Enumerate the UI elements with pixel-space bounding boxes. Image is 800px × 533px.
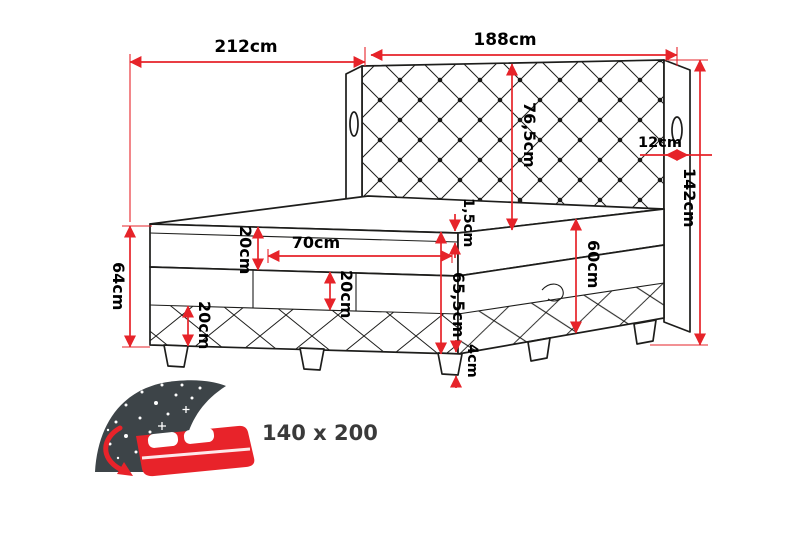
dimension-headboard-height: 76,5cm — [505, 63, 539, 231]
dim-label-upper-base: 20cm — [337, 270, 356, 318]
dimension-mattress-thickness: 20cm — [236, 226, 265, 274]
left-wing-light-icon — [349, 111, 359, 137]
dimension-leg-height: 4cm — [449, 340, 480, 388]
bed-leg — [299, 347, 325, 371]
size-badge-label: 140 x 200 — [262, 421, 378, 445]
bed-leg — [633, 319, 657, 345]
dim-label-headboard-height: 76,5cm — [520, 102, 539, 168]
base-front-quilting — [150, 305, 458, 354]
dimension-wing-width: 12cm — [638, 135, 712, 162]
dim-label-wing-width: 12cm — [638, 135, 682, 151]
sheet-line — [141, 447, 251, 460]
dimension-lower-base: 20cm — [181, 301, 214, 349]
dimension-foot-end-height: 64cm — [109, 225, 152, 348]
wrap-arrow-head — [117, 462, 133, 476]
stars — [106, 383, 202, 460]
dimension-headboard-width: 188cm — [370, 30, 678, 66]
topper-seam — [149, 232, 459, 243]
dimensions: 212cm 188cm 142cm 64cm 76,5cm — [109, 30, 712, 388]
bed-leg — [163, 344, 189, 368]
dimension-front-height: 65,5cm — [434, 231, 468, 355]
headboard-tufting — [362, 60, 664, 212]
dimension-upper-base: 20cm — [323, 270, 356, 318]
pillow-icon — [147, 432, 179, 448]
dimension-total-height: 142cm — [650, 59, 708, 346]
dim-label-topper-thickness: 1,5cm — [460, 198, 476, 247]
dim-label-front-height: 65,5cm — [449, 272, 468, 338]
bed-leg — [437, 352, 463, 376]
size-badge: 140 x 200 — [95, 380, 378, 477]
wrap-arrow-icon — [103, 425, 123, 472]
stitch-emblem — [541, 283, 564, 302]
dim-label-total-height: 142cm — [680, 168, 699, 228]
right-wing-light-icon — [671, 116, 683, 144]
dim-label-side-height: 60cm — [584, 240, 603, 288]
dim-label-total-depth: 212cm — [214, 37, 277, 57]
dim-label-headboard-width: 188cm — [473, 30, 536, 50]
dim-label-foot-end-height: 64cm — [109, 262, 128, 310]
dim-label-lower-base: 20cm — [195, 301, 214, 349]
dimension-seat-depth: 70cm — [267, 233, 453, 263]
bed-icon — [95, 380, 255, 477]
dimension-topper-thickness: 1,5cm — [448, 198, 476, 258]
dimension-side-height: 60cm — [569, 218, 603, 334]
dim-label-mattress-thickness: 20cm — [236, 226, 255, 274]
bed-leg — [527, 337, 551, 362]
dim-label-leg-height: 4cm — [464, 344, 480, 378]
dimension-total-depth: 212cm — [129, 37, 366, 222]
pillow-icon — [183, 428, 215, 444]
dim-label-seat-depth: 70cm — [292, 233, 340, 252]
bed-drawing — [149, 59, 691, 376]
base-side-quilting — [458, 283, 664, 354]
headboard-left-wing — [345, 65, 363, 211]
